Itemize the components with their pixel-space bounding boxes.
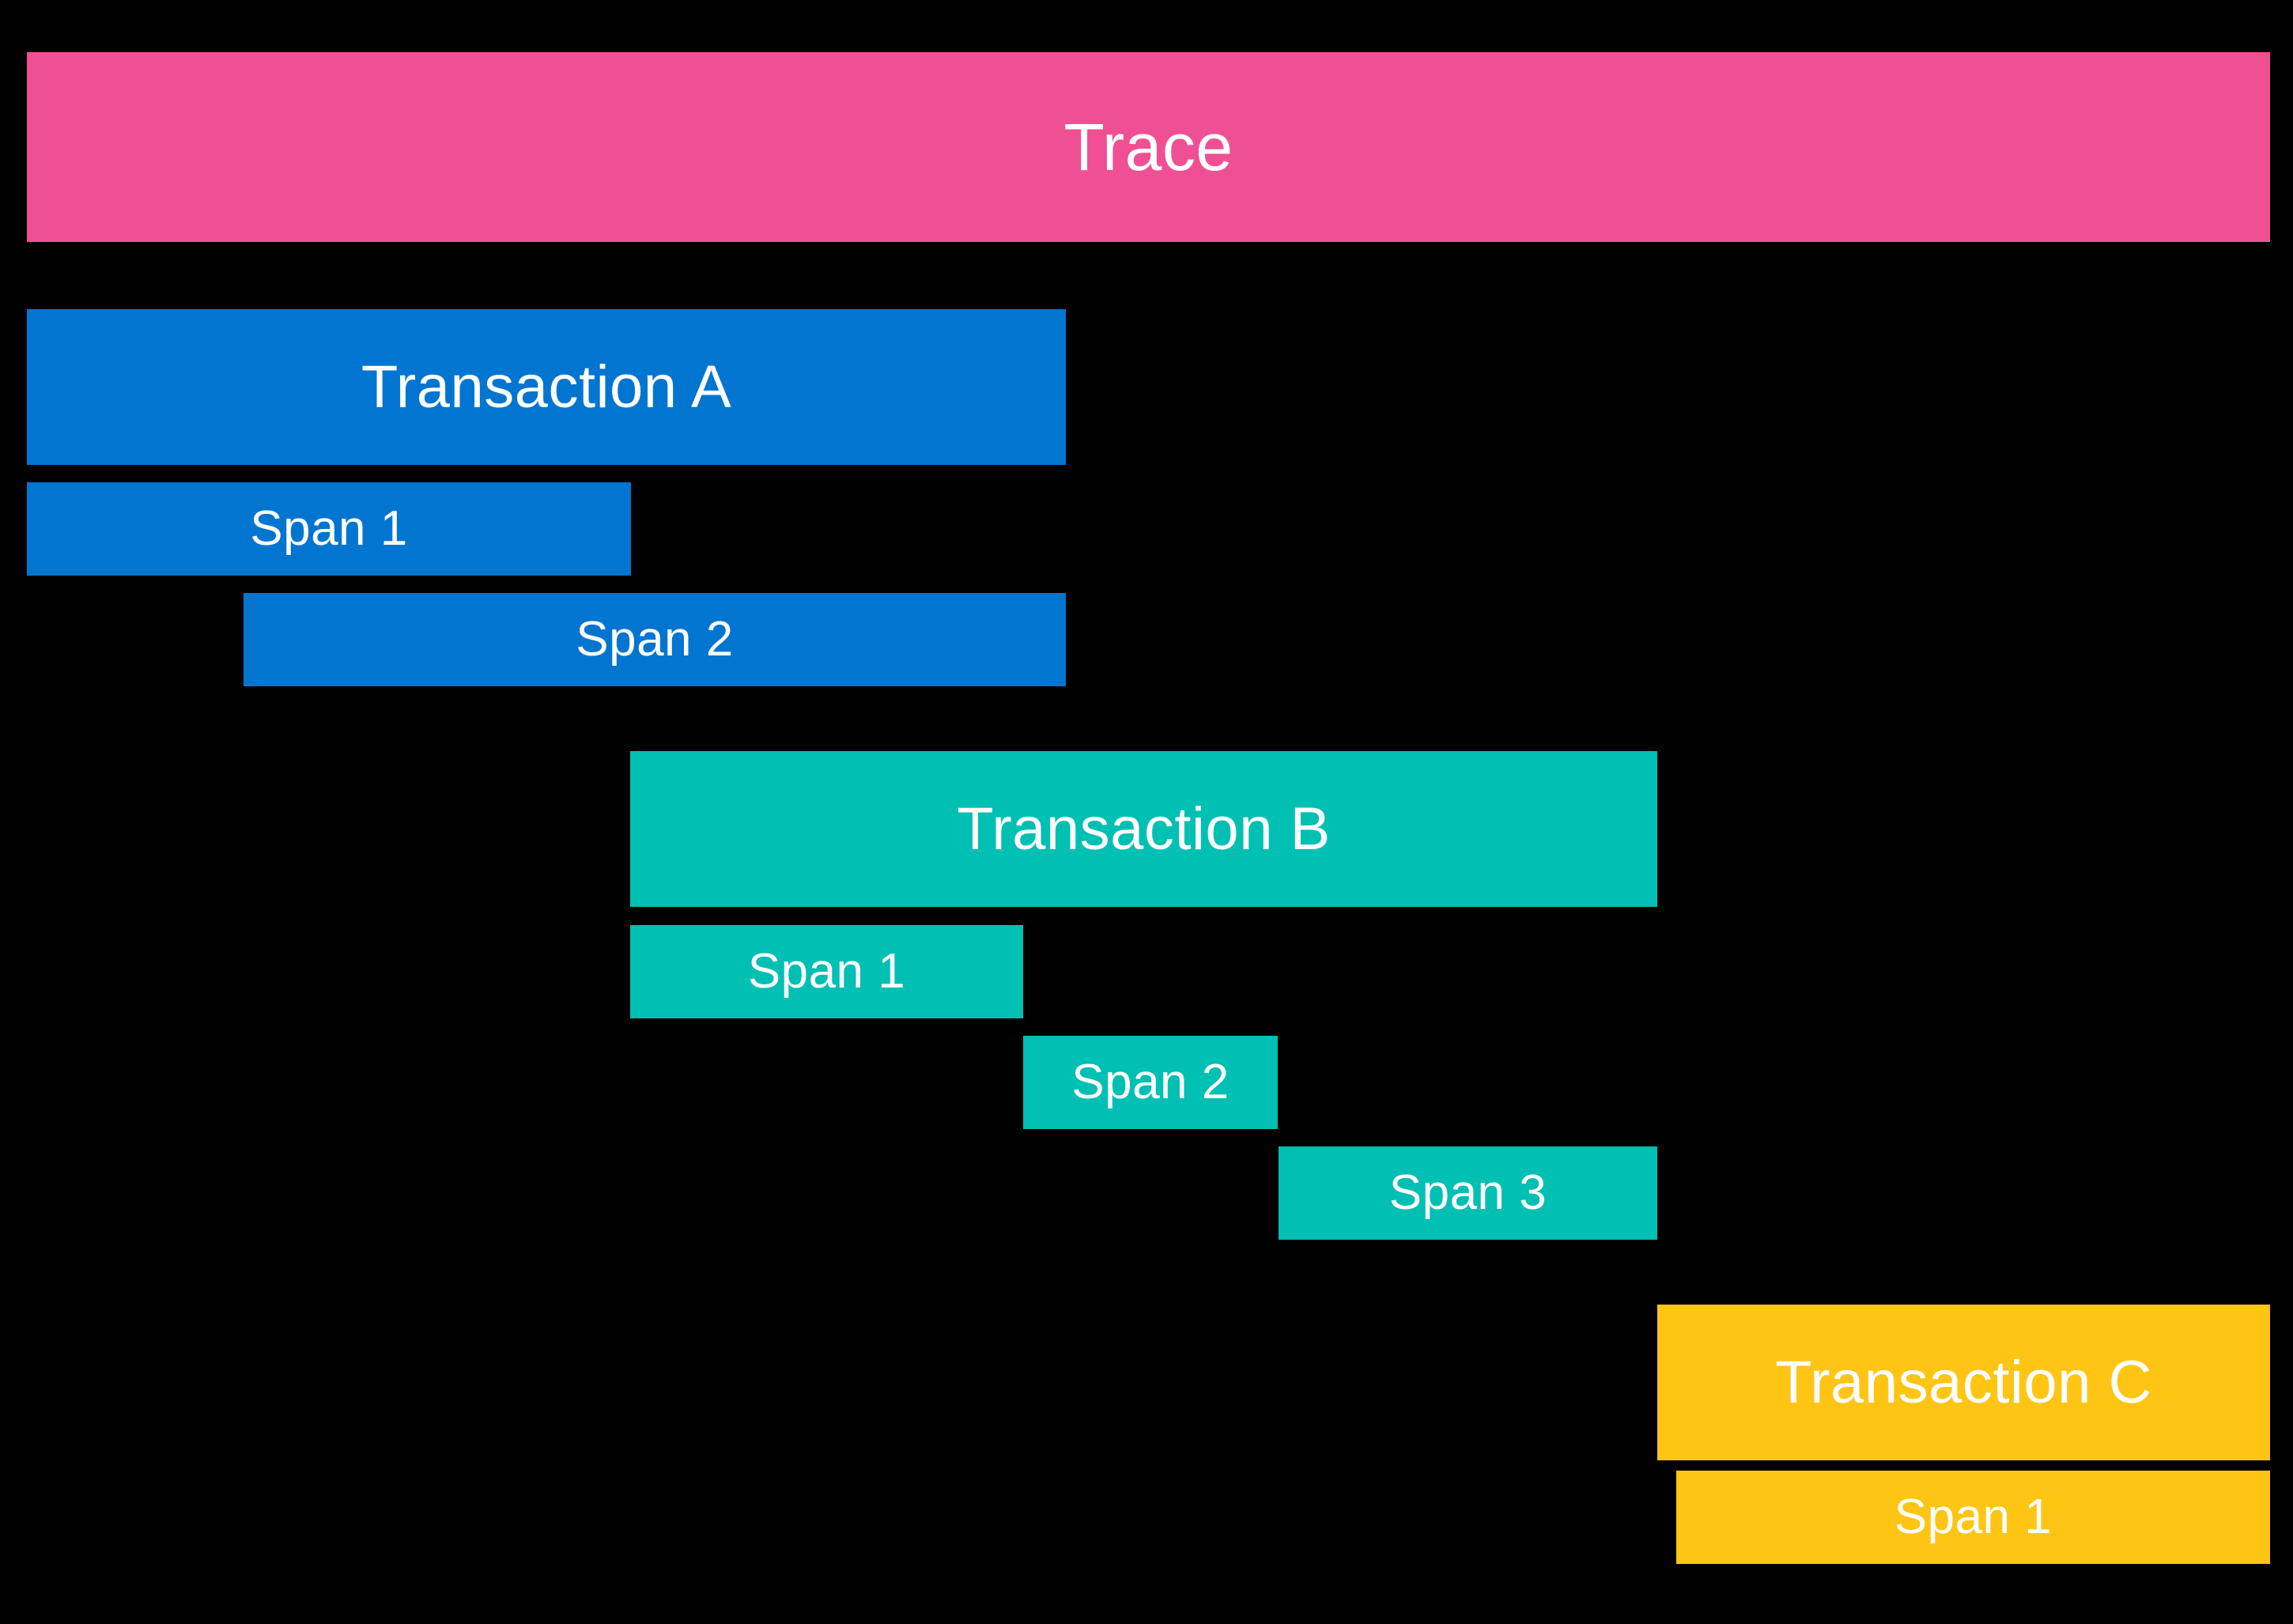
bar-label-transaction-b-span-1: Span 1 [747, 944, 906, 999]
bar-transaction-a[interactable]: Transaction A [27, 309, 1066, 465]
bar-transaction-c[interactable]: Transaction C [1657, 1305, 2270, 1460]
bar-transaction-b[interactable]: Transaction B [630, 751, 1657, 907]
bar-transaction-b-span-3[interactable]: Span 3 [1279, 1146, 1657, 1240]
bar-label-transaction-c: Transaction C [1775, 1348, 2152, 1416]
bar-transaction-a-span-2[interactable]: Span 2 [244, 593, 1066, 686]
bar-transaction-c-span-1[interactable]: Span 1 [1676, 1471, 2270, 1564]
bar-label-trace: Trace [1063, 110, 1233, 184]
bar-trace[interactable]: Trace [27, 52, 2270, 242]
bar-label-transaction-a-span-1: Span 1 [250, 501, 408, 556]
bar-transaction-b-span-2[interactable]: Span 2 [1023, 1036, 1278, 1129]
bar-transaction-a-span-1[interactable]: Span 1 [27, 482, 631, 576]
bar-label-transaction-c-span-1: Span 1 [1894, 1490, 2053, 1544]
bar-label-transaction-b-span-2: Span 2 [1071, 1055, 1230, 1109]
bar-label-transaction-b: Transaction B [957, 795, 1331, 863]
bar-label-transaction-a-span-2: Span 2 [576, 612, 734, 667]
bar-transaction-b-span-1[interactable]: Span 1 [630, 925, 1023, 1018]
bar-label-transaction-b-span-3: Span 3 [1388, 1165, 1547, 1220]
bar-label-transaction-a: Transaction A [361, 353, 732, 421]
